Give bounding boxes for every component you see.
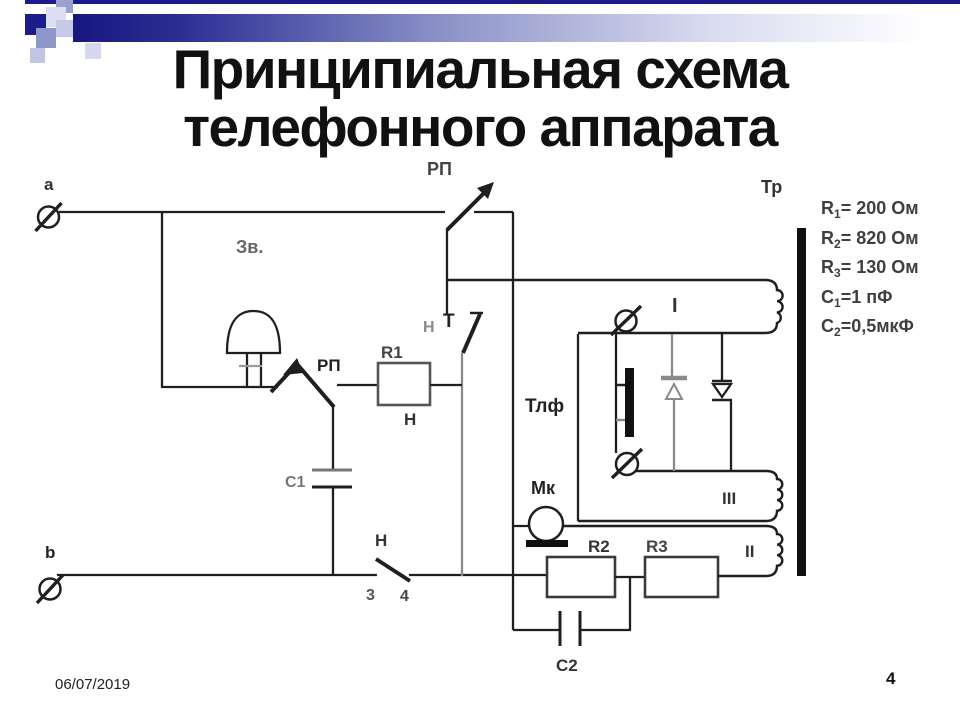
resistor-r1 [337,361,462,407]
value-c1: C1=1 пФ [821,286,893,310]
microphone-symbol [513,505,568,547]
rp-top-switch [445,182,494,314]
label-rp-top: РП [427,159,452,179]
value-r3: R3= 130 Ом [821,257,919,280]
title-line-1: Принципиальная схема [172,38,789,100]
transformer-winding-2 [563,524,784,578]
page-title: Принципиальная схема телефонного аппарат… [0,40,960,156]
label-mk: Мк [531,478,556,498]
terminal-a-contact [34,201,63,233]
transformer-winding-1 [447,278,784,335]
label-r1-h: Н [404,410,416,429]
diode-down-symbol [710,334,734,471]
label-winding-1: I [672,295,678,317]
capacitor-c1 [312,468,352,576]
winding1-contact [609,304,643,337]
label-r1: R1 [381,343,403,362]
diode-up-symbol [661,334,687,471]
mosaic-square [85,43,101,59]
mosaic-square [30,48,45,63]
label-hook-3: 3 [366,587,375,604]
label-r3: R3 [646,537,668,556]
mosaic-square [56,20,73,37]
value-r1: R1= 200 Ом [821,198,919,221]
label-r2: R2 [588,537,610,556]
label-bell: Зв. [236,237,263,257]
value-r2: R2= 820 Ом [821,227,919,251]
transformer-core [797,228,806,576]
label-terminal-a: a [44,175,54,194]
label-winding-2: II [745,542,754,561]
label-c2: C2 [556,656,578,675]
hook-switch [374,557,412,583]
label-ht-t: Т [443,311,455,332]
receiver-symbol [614,333,634,453]
transformer-winding-3 [578,469,784,523]
label-winding-3: III [722,489,736,508]
mosaic-square [36,28,56,48]
receiver-contact [610,447,644,480]
label-tlf: Тлф [525,396,564,417]
resistor-r3 [643,555,720,599]
title-line-2: телефонного аппарата [183,96,778,158]
label-rp-lower: РП [317,356,341,375]
label-hook-4: 4 [400,588,409,605]
page-number: 4 [886,669,896,688]
rp-lower-switch [269,358,336,471]
slide-date: 06/07/2019 [55,676,131,693]
value-c2: C2=0,5мкФ [821,316,914,339]
top-accent-bar [25,0,960,4]
ht-switch [460,311,483,576]
line-wires [57,210,547,630]
label-hook-h: Н [375,531,387,550]
label-ht-h: Н [423,319,435,336]
bell-symbol [225,309,282,387]
label-c1: C1 [285,474,306,491]
terminal-b-contact [35,573,65,605]
header-gradient-bar [73,14,960,42]
capacitor-c2 [513,611,631,646]
component-values-list: R1= 200 Ом R2= 820 Ом R3= 130 Ом C1=1 пФ… [821,194,956,342]
resistor-r2 [545,555,617,599]
label-transformer: Тр [761,177,782,197]
label-terminal-b: b [45,543,55,562]
